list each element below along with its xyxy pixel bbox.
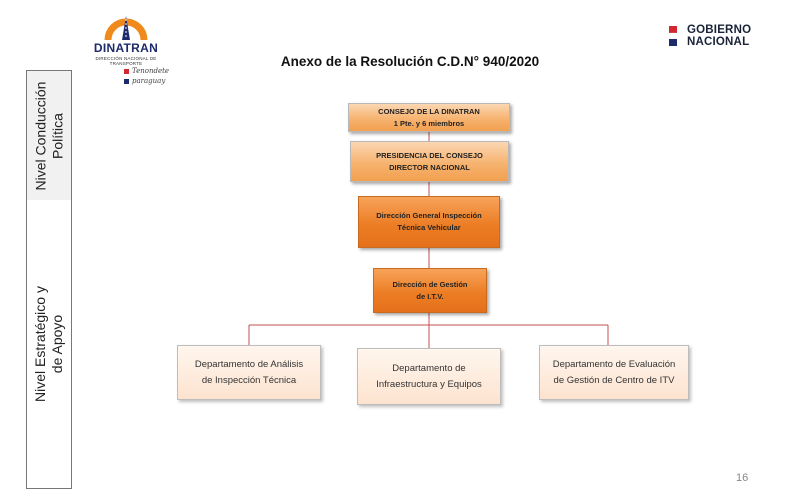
level-2-label: Nivel Estratégico y de Apoyo (32, 286, 65, 402)
level-estrategico-apoyo: Nivel Estratégico y de Apoyo (26, 200, 72, 489)
page-number: 16 (736, 472, 749, 484)
org-box-direccion-general: Dirección General Inspección Técnica Veh… (358, 196, 500, 248)
dinatran-logo (104, 16, 148, 41)
page-title: Anexo de la Resolución C.D.N° 940/2020 (280, 54, 540, 69)
org-box-dept-evaluacion: Departamento de Evaluación de Gestión de… (539, 345, 689, 400)
red-square-icon (124, 68, 129, 74)
gobierno-nacional-logo: GOBIERNO NACIONAL (687, 24, 751, 48)
org-box-consejo: CONSEJO DE LA DINATRAN 1 Pte. y 6 miembr… (348, 103, 510, 132)
level-1-label: Nivel Conducción Política (32, 81, 66, 191)
blue-square-icon (124, 78, 129, 84)
org-box-dept-infraestructura: Departamento de Infraestructura y Equipo… (357, 348, 501, 405)
gobierno-line-2: NACIONAL (687, 36, 750, 48)
flag-icon (669, 26, 677, 46)
gobierno-line-1: GOBIERNO (687, 24, 752, 36)
org-box-direccion-gestion: Dirección de Gestión de I.T.V. (373, 268, 487, 313)
org-box-presidencia: PRESIDENCIA DEL CONSEJO DIRECTOR NACIONA… (350, 141, 509, 182)
level-conduccion-politica: Nivel Conducción Política (26, 70, 72, 202)
dinatran-logo-subtitle: DIRECCIÓN NACIONAL DE TRANSPORTE (95, 56, 157, 66)
slogan-line-1: Tenondete (124, 67, 169, 75)
org-box-dept-analisis: Departamento de Análisis de Inspección T… (177, 345, 321, 400)
slogan-line-2: paraguay (124, 77, 165, 85)
dinatran-logo-text: DINATRAN (93, 41, 159, 55)
